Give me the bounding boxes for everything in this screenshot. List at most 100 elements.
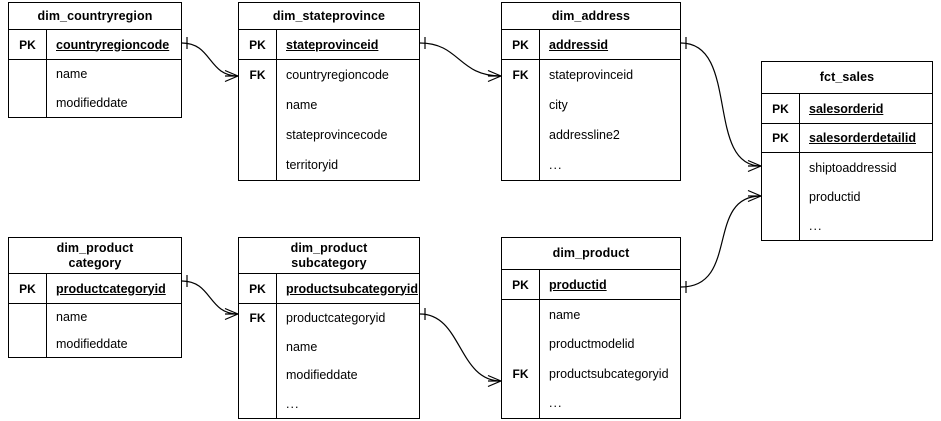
attribute-stateprovinceid[interactable]: stateprovinceid [286, 37, 379, 52]
field-column: name modifieddate [47, 60, 181, 117]
attribute-salesorderid[interactable]: salesorderid [809, 101, 884, 116]
field-column: salesorderid [800, 94, 932, 123]
key-column: FK [239, 304, 277, 418]
field-column: countryregioncode name stateprovincecode te… [277, 60, 419, 180]
attribute-productsubcategoryid[interactable]: productsubcategoryid [549, 366, 669, 381]
key-label [502, 150, 539, 180]
attribute-productid[interactable]: productid [549, 277, 607, 292]
cardinality-many-marker [487, 69, 502, 83]
attribute-ellipsis[interactable]: ... [549, 396, 563, 411]
attribute-productcategoryid[interactable]: productcategoryid [286, 311, 386, 326]
field-column: productsubcategoryid [277, 274, 419, 303]
relationship-line [419, 313, 502, 382]
entity-title-fct_sales: fct_sales [762, 62, 932, 94]
attribute-block: PK productsubcategoryid [239, 274, 419, 303]
key-column: PK [502, 270, 540, 299]
relationship-productcategory-to-subcategory[interactable] [181, 275, 239, 321]
attribute-name[interactable]: name [56, 67, 88, 82]
attribute-block: PK productcategoryid [9, 274, 181, 303]
entity-title-dim_stateprovince: dim_stateprovince [239, 3, 419, 30]
attribute-ellipsis[interactable]: ... [809, 218, 823, 233]
key-label: FK [512, 366, 529, 381]
key-column: PK [9, 274, 47, 303]
key-label [239, 333, 276, 362]
key-column: FK [239, 60, 277, 180]
entity-title-dim_product: dim_product [502, 238, 680, 270]
field-column: stateprovinceid [277, 30, 419, 59]
attribute-productid[interactable]: productid [809, 189, 861, 204]
field-column: shiptoaddressid productid... [800, 153, 932, 240]
cardinality-many-marker [224, 69, 239, 83]
key-label [239, 361, 276, 390]
entity-title-dim_address: dim_address [502, 3, 680, 30]
attribute-stateprovincecode[interactable]: stateprovincecode [286, 128, 388, 142]
attribute-ellipsis[interactable]: ... [549, 158, 563, 172]
attribute-addressline2[interactable]: addressline2 [549, 128, 620, 142]
relationship-address-to-fctsales[interactable] [680, 37, 762, 173]
key-column: PK [239, 30, 277, 59]
key-column: FK [502, 60, 540, 180]
attribute-name[interactable]: name [286, 339, 318, 354]
relationship-line [419, 42, 502, 77]
key-label: FK [249, 311, 266, 326]
attribute-name[interactable]: name [286, 98, 318, 112]
attribute-countryregioncode[interactable]: countryregioncode [56, 37, 170, 52]
attribute-salesorderdetailid[interactable]: salesorderdetailid [809, 131, 916, 145]
attribute-block: FK countryregioncode name stateprovincecode… [239, 59, 419, 180]
field-column: productcategoryid [47, 274, 181, 303]
entity-title-dim_productcategory: dim_product category [9, 238, 181, 274]
attribute-productcategoryid[interactable]: productcategoryid [56, 281, 166, 296]
attribute-block: name modifieddate [9, 303, 181, 357]
attribute-countryregioncode[interactable]: countryregioncode [286, 68, 389, 82]
field-column: productcategoryid name modifieddate... [277, 304, 419, 418]
attribute-modifieddate[interactable]: modifieddate [56, 95, 128, 110]
attribute-shiptoaddressid[interactable]: shiptoaddressid [809, 160, 897, 175]
attribute-block: FK productcategoryid name modifieddate... [239, 303, 419, 418]
attribute-block: FK stateprovinceid city addressline2... [502, 59, 680, 180]
entity-title-dim_countryregion: dim_countryregion [9, 3, 181, 30]
field-column: name productmodelid productsubcategoryid..… [540, 300, 680, 418]
attribute-productsubcategoryid[interactable]: productsubcategoryid [286, 281, 418, 296]
relationship-subcategory-to-product[interactable] [419, 308, 502, 388]
relationship-line [680, 195, 762, 288]
relationship-product-to-fctsales[interactable] [680, 189, 762, 294]
attribute-block: PK stateprovinceid [239, 30, 419, 59]
key-column [9, 60, 47, 117]
key-column: FK [502, 300, 540, 418]
relationship-countryregion-to-stateprovince[interactable] [181, 37, 239, 83]
attribute-territoryid[interactable]: territoryid [286, 158, 339, 172]
relationship-line [181, 280, 239, 315]
field-column: productid [540, 270, 680, 299]
attribute-name[interactable]: name [549, 307, 581, 322]
relationship-stateprovince-to-address[interactable] [419, 37, 502, 83]
key-label [502, 330, 539, 360]
attribute-ellipsis[interactable]: ... [286, 396, 300, 411]
key-label [502, 389, 539, 419]
key-label [239, 390, 276, 419]
attribute-modifieddate[interactable]: modifieddate [286, 368, 358, 383]
cardinality-many-marker [224, 307, 239, 321]
attribute-productmodelid[interactable]: productmodelid [549, 337, 635, 352]
attribute-addressid[interactable]: addressid [549, 37, 609, 52]
attribute-name[interactable]: name [56, 310, 88, 325]
cardinality-many-marker [487, 374, 502, 388]
key-label: FK [512, 68, 529, 82]
attribute-city[interactable]: city [549, 98, 568, 112]
key-column: PK [239, 274, 277, 303]
relationship-line [181, 42, 239, 77]
field-column: addressid [540, 30, 680, 59]
attribute-stateprovinceid[interactable]: stateprovinceid [549, 68, 634, 82]
attribute-block: PK productid [502, 270, 680, 299]
attribute-modifieddate[interactable]: modifieddate [56, 336, 128, 351]
relationship-line [680, 42, 762, 167]
key-label [502, 300, 539, 330]
key-label [239, 90, 276, 120]
